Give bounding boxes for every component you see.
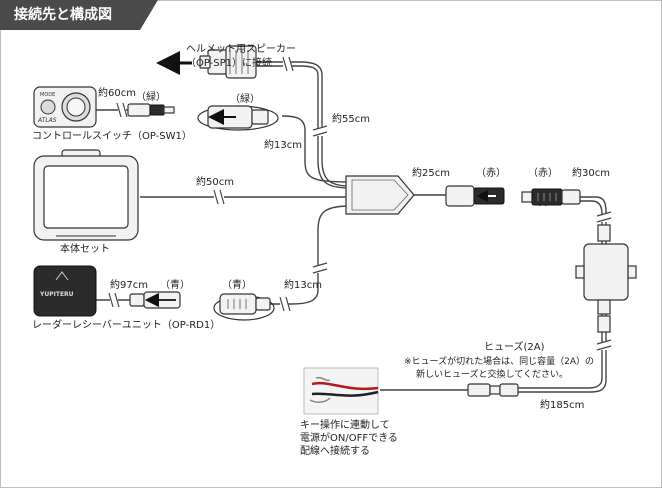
fuse-note-line2: 新しいヒューズと交換してください。 [416, 370, 569, 380]
key-label-line2: 電源がON/OFFできる [300, 433, 398, 444]
len-97-label: 約97cm [110, 280, 148, 291]
len-55-label: 約55cm [332, 114, 370, 125]
red-connector-power-side [521, 188, 581, 206]
red-label-power: （赤） [528, 168, 558, 179]
blue-connector-radar-side [129, 291, 181, 309]
speaker-connector [199, 45, 257, 79]
radar-brand-text: YUPITERU [39, 291, 74, 298]
switch-name-label: コントロールスイッチ（OP-SW1） [32, 131, 192, 142]
main-unit-label: 本体セット [60, 244, 110, 255]
radar-unit-label: レーダーレシーバーユニット（OP-RD1） [32, 320, 221, 331]
len-25-label: 約25cm [412, 168, 450, 179]
main-unit [33, 149, 139, 241]
len-30-label: 約30cm [572, 168, 610, 179]
speaker-cable [255, 61, 351, 187]
blue-label-hub: （青） [222, 280, 252, 291]
fuse-note-line1: ※ヒューズが切れた場合は、同じ容量（2A）の [404, 357, 594, 367]
power-cable-top [580, 196, 607, 245]
speaker-label-line1: ヘルメット用スピーカー [186, 44, 296, 55]
switch-link-cable [281, 115, 351, 183]
control-switch: MODE ATLAS [33, 86, 97, 128]
junction-hub [345, 175, 415, 215]
len-60-label: 約60cm [98, 88, 136, 99]
speaker-cable-2 [255, 65, 351, 189]
green-label-switch: （緑） [136, 92, 166, 103]
len-13b-label: 約13cm [284, 280, 322, 291]
speaker-label-line2: （OP-SP1）に接続 [186, 58, 273, 69]
blue-label-radar: （青） [160, 280, 190, 291]
radar-link-cable [270, 205, 351, 305]
key-label-line1: キー操作に連動して [300, 420, 390, 431]
len-185-label: 約185cm [540, 400, 585, 411]
fuse-box [575, 224, 637, 333]
switch-mode-text: MODE [40, 92, 55, 98]
section-title: 接続先と構成図 [0, 0, 158, 30]
blue-connector-hub-side [213, 293, 275, 321]
green-connector [197, 105, 279, 131]
power-cable-bottom [518, 300, 607, 393]
fuse-label: ヒューズ(2A) [484, 342, 545, 353]
red-label-hub: （赤） [476, 168, 506, 179]
switch-connector [127, 103, 175, 117]
switch-brand-text: ATLAS [37, 117, 57, 124]
radar-receiver: YUPITERU [33, 265, 97, 317]
power-cable-bottom-2 [518, 300, 603, 389]
len-50-label: 約50cm [196, 177, 234, 188]
inline-fuse-connector [467, 383, 519, 397]
key-wire-photo [303, 367, 379, 415]
key-label-line3: 配線へ接続する [300, 446, 370, 457]
green-label-hub: （緑） [230, 94, 260, 105]
red-connector-hub-side [445, 185, 505, 207]
len-13a-label: 約13cm [264, 140, 302, 151]
